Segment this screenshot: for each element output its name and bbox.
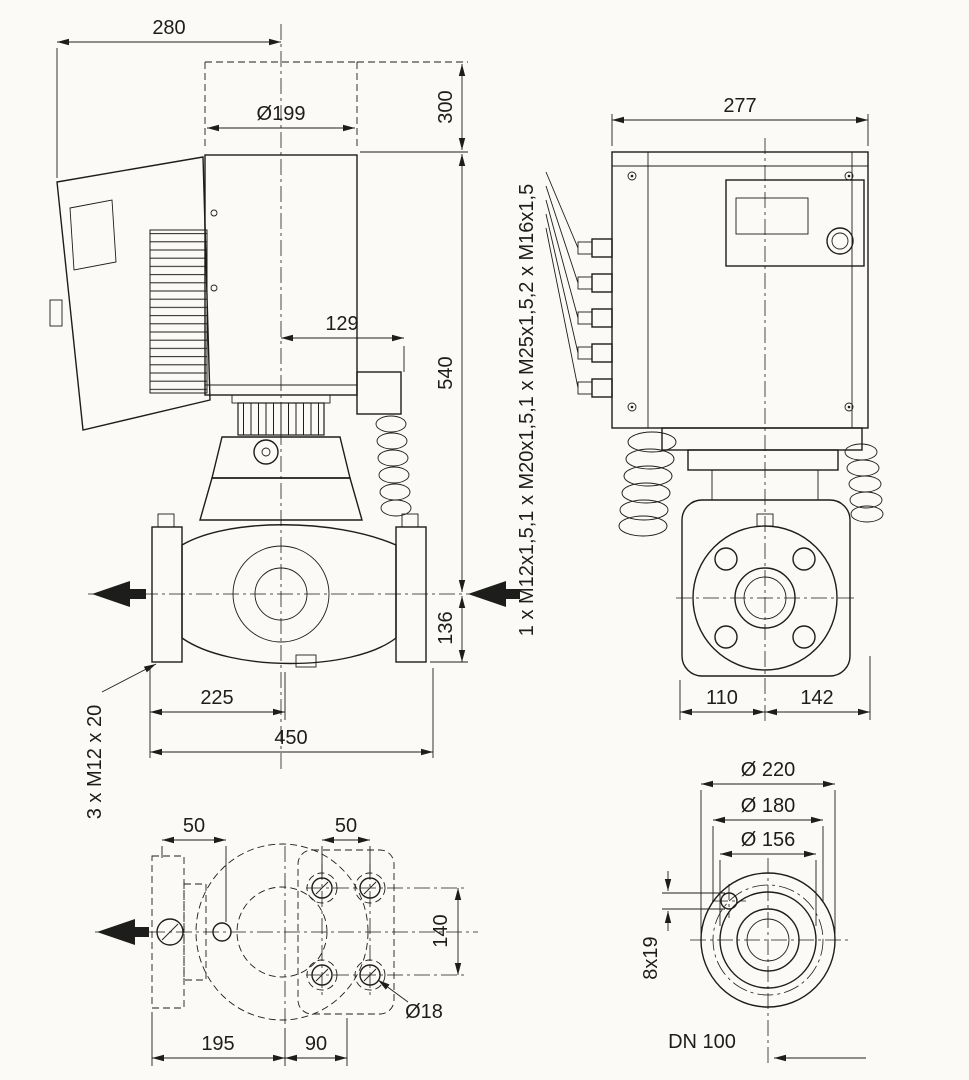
dim-142-label: 142 [800,687,833,709]
dim-540-label: 540 [435,356,457,389]
dim-277-label: 277 [723,95,756,117]
dim-110-label: 110 [706,687,738,709]
cable-glands [577,238,613,398]
front-dimensions: 277 1 x M12x1,5,1 x M20x1,5,1 x M25x1,5,… [516,95,871,720]
flow-arrow-left [92,581,146,607]
gland-leader-lines [545,171,579,389]
clamp-bolt [253,439,279,465]
dim-50b-label: 50 [335,815,357,837]
flange-bolt-hole [792,547,816,571]
removal-clearance-outline [204,61,468,150]
foot-hole-plan [212,922,232,942]
volute-plan-outline [195,843,395,1021]
side-dimensions: 280 Ø199 300 540 136 129 225 450 3 x M12… [56,17,468,820]
motor-screw [210,209,218,217]
flange-outer-circle [700,872,836,1008]
motor-front [661,427,863,501]
coiled-cable-front-left [618,431,677,537]
foot-bolt-note: 3 x M12 x 20 [84,705,106,820]
flange-bolt-hole [714,547,738,571]
terminal-box [356,371,402,415]
pump-front [676,499,856,677]
control-box [545,151,869,429]
dim-180-label: Ø 180 [741,795,795,817]
suction-flange [151,526,183,663]
flange-view: Ø 220 Ø 180 Ø 156 8x19 DN 100 [640,759,866,1066]
display-module [725,179,865,267]
dim-280-label: 280 [152,17,185,39]
volute-front-outline [681,499,851,677]
flange-bolt-hole [714,625,738,649]
dim-18-label: Ø18 [405,1001,443,1023]
motor-screw [210,284,218,292]
dim-136-label: 136 [435,611,457,644]
discharge-flange [395,526,427,663]
motor-body [204,154,402,415]
dim-140-label: 140 [430,914,452,947]
dim-18-leader [377,979,409,1003]
dim-195-label: 195 [201,1033,234,1055]
coiled-cable-front-right [844,443,884,523]
vent-boss [756,513,774,527]
box-screw [627,171,637,181]
flange-bolt-hole [792,625,816,649]
module-display [69,199,117,271]
drain-plug [295,654,317,668]
dim-129-label: 129 [325,313,358,335]
electronics-module [49,156,211,431]
dim-156-label: Ø 156 [741,829,795,851]
dim-50a-label: 50 [183,815,205,837]
dim-slot-label: 8x19 [640,936,662,979]
flow-arrow-plan [97,919,149,945]
plan-dimensions: 50 50 140 195 90 Ø18 [151,815,462,1066]
dim-450-label: 450 [274,727,307,749]
display-window [735,197,809,235]
coiled-cable-side [375,415,412,517]
flange-bolt-slot [712,884,746,918]
module-connector [49,299,63,327]
flow-arrow-right [468,581,520,607]
flange-plan-outline [151,855,232,1009]
dim-90-label: 90 [305,1033,327,1055]
cable-gland-note: 1 x M12x1,5,1 x M20x1,5,1 x M25x1,5,2 x … [516,184,538,636]
heatsink-fins [149,229,208,394]
side-view: 280 Ø199 300 540 136 129 225 450 3 x M12… [49,17,520,820]
coupling-guard [199,394,363,521]
base-bolt-holes [306,872,386,991]
front-view: 277 1 x M12x1,5,1 x M20x1,5,1 x M25x1,5,… [516,95,884,722]
bolt-circle [712,884,824,996]
pump-volute-side [151,513,427,668]
plan-view: 50 50 140 195 90 Ø18 [95,815,478,1066]
dn-label: DN 100 [668,1031,736,1053]
flange-dimensions: Ø 220 Ø 180 Ø 156 8x19 DN 100 [640,759,866,1062]
dim-300-label: 300 [435,90,457,123]
control-knob [826,227,854,255]
dim-225-label: 225 [200,687,233,709]
foot-bolt-leader [101,663,157,693]
flange-hole-plan [156,918,184,946]
dim-220-label: Ø 220 [741,759,795,781]
dim-199-label: Ø199 [257,103,306,125]
box-screw [844,402,854,412]
box-screw [627,402,637,412]
